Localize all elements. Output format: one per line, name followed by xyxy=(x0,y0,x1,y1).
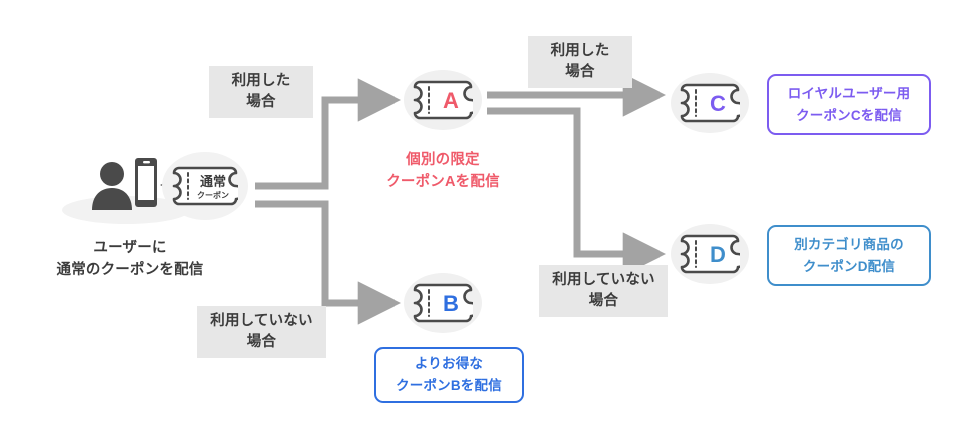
coupon-c-callout-line2: クーポンCを配信 xyxy=(796,107,902,123)
coupon-a-caption-line1: 個別の限定 xyxy=(406,152,480,168)
condition-used-first-line1: 利用した xyxy=(231,72,291,89)
user-caption-line1: ユーザーに xyxy=(93,240,167,256)
coupon-b-callout-line2: クーポンBを配信 xyxy=(396,378,502,393)
coupon-d-callout-line1: 別カテゴリ商品の xyxy=(794,236,904,252)
coupon-c-ticket-icon: C xyxy=(680,83,740,123)
user-person-phone-icon xyxy=(92,158,157,210)
coupon-b-callout-line1: よりお得な xyxy=(414,356,484,372)
coupon-d-letter: D xyxy=(710,242,726,267)
condition-used-second-line1: 利用した xyxy=(550,42,610,59)
coupon-a-halo: A xyxy=(404,70,482,130)
user-caption: ユーザーに 通常のクーポンを配信 xyxy=(40,238,220,282)
coupon-d-callout: 別カテゴリ商品の クーポンD配信 xyxy=(767,225,931,286)
coupon-c-callout: ロイヤルユーザー用 クーポンCを配信 xyxy=(767,74,931,135)
condition-used-first: 利用した 場合 xyxy=(209,66,313,118)
normal-coupon-ticket-icon: 通常 クーポン xyxy=(172,166,238,206)
coupon-b-letter: B xyxy=(443,291,459,316)
coupon-d-callout-line2: クーポンD配信 xyxy=(802,258,896,274)
connector-a-to-d xyxy=(487,107,667,276)
coupon-a-caption: 個別の限定 クーポンAを配信 xyxy=(368,150,518,194)
user-caption-line2: 通常のクーポンを配信 xyxy=(56,261,204,278)
coupon-a-ticket-icon: A xyxy=(413,80,473,120)
coupon-a-letter: A xyxy=(443,88,459,113)
coupon-c-callout-line1: ロイヤルユーザー用 xyxy=(787,85,911,101)
condition-unused-first-line1: 利用していない xyxy=(210,312,313,329)
coupon-c-letter: C xyxy=(710,91,726,116)
condition-unused-second-line1: 利用していない xyxy=(552,271,655,288)
coupon-d-ticket-icon: D xyxy=(680,234,740,274)
condition-unused-second: 利用していない 場合 xyxy=(539,265,668,317)
connector-start-to-a xyxy=(255,78,402,190)
condition-unused-second-line2: 場合 xyxy=(588,293,619,309)
coupon-a-caption-line2: クーポンAを配信 xyxy=(386,173,500,190)
coupon-d-halo: D xyxy=(671,224,749,284)
condition-used-second: 利用した 場合 xyxy=(528,36,632,88)
coupon-c-halo: C xyxy=(671,73,749,133)
normal-coupon-main-label: 通常 xyxy=(200,174,226,189)
coupon-b-halo: B xyxy=(404,273,482,333)
condition-used-first-line2: 場合 xyxy=(246,94,276,110)
condition-unused-first-line2: 場合 xyxy=(246,334,277,350)
connector-start-to-b xyxy=(255,200,402,325)
condition-used-second-line2: 場合 xyxy=(565,64,595,80)
normal-coupon-sub-label: クーポン xyxy=(197,190,229,200)
condition-unused-first: 利用していない 場合 xyxy=(197,306,326,358)
coupon-b-ticket-icon: B xyxy=(413,283,473,323)
coupon-b-callout: よりお得な クーポンBを配信 xyxy=(374,347,524,403)
